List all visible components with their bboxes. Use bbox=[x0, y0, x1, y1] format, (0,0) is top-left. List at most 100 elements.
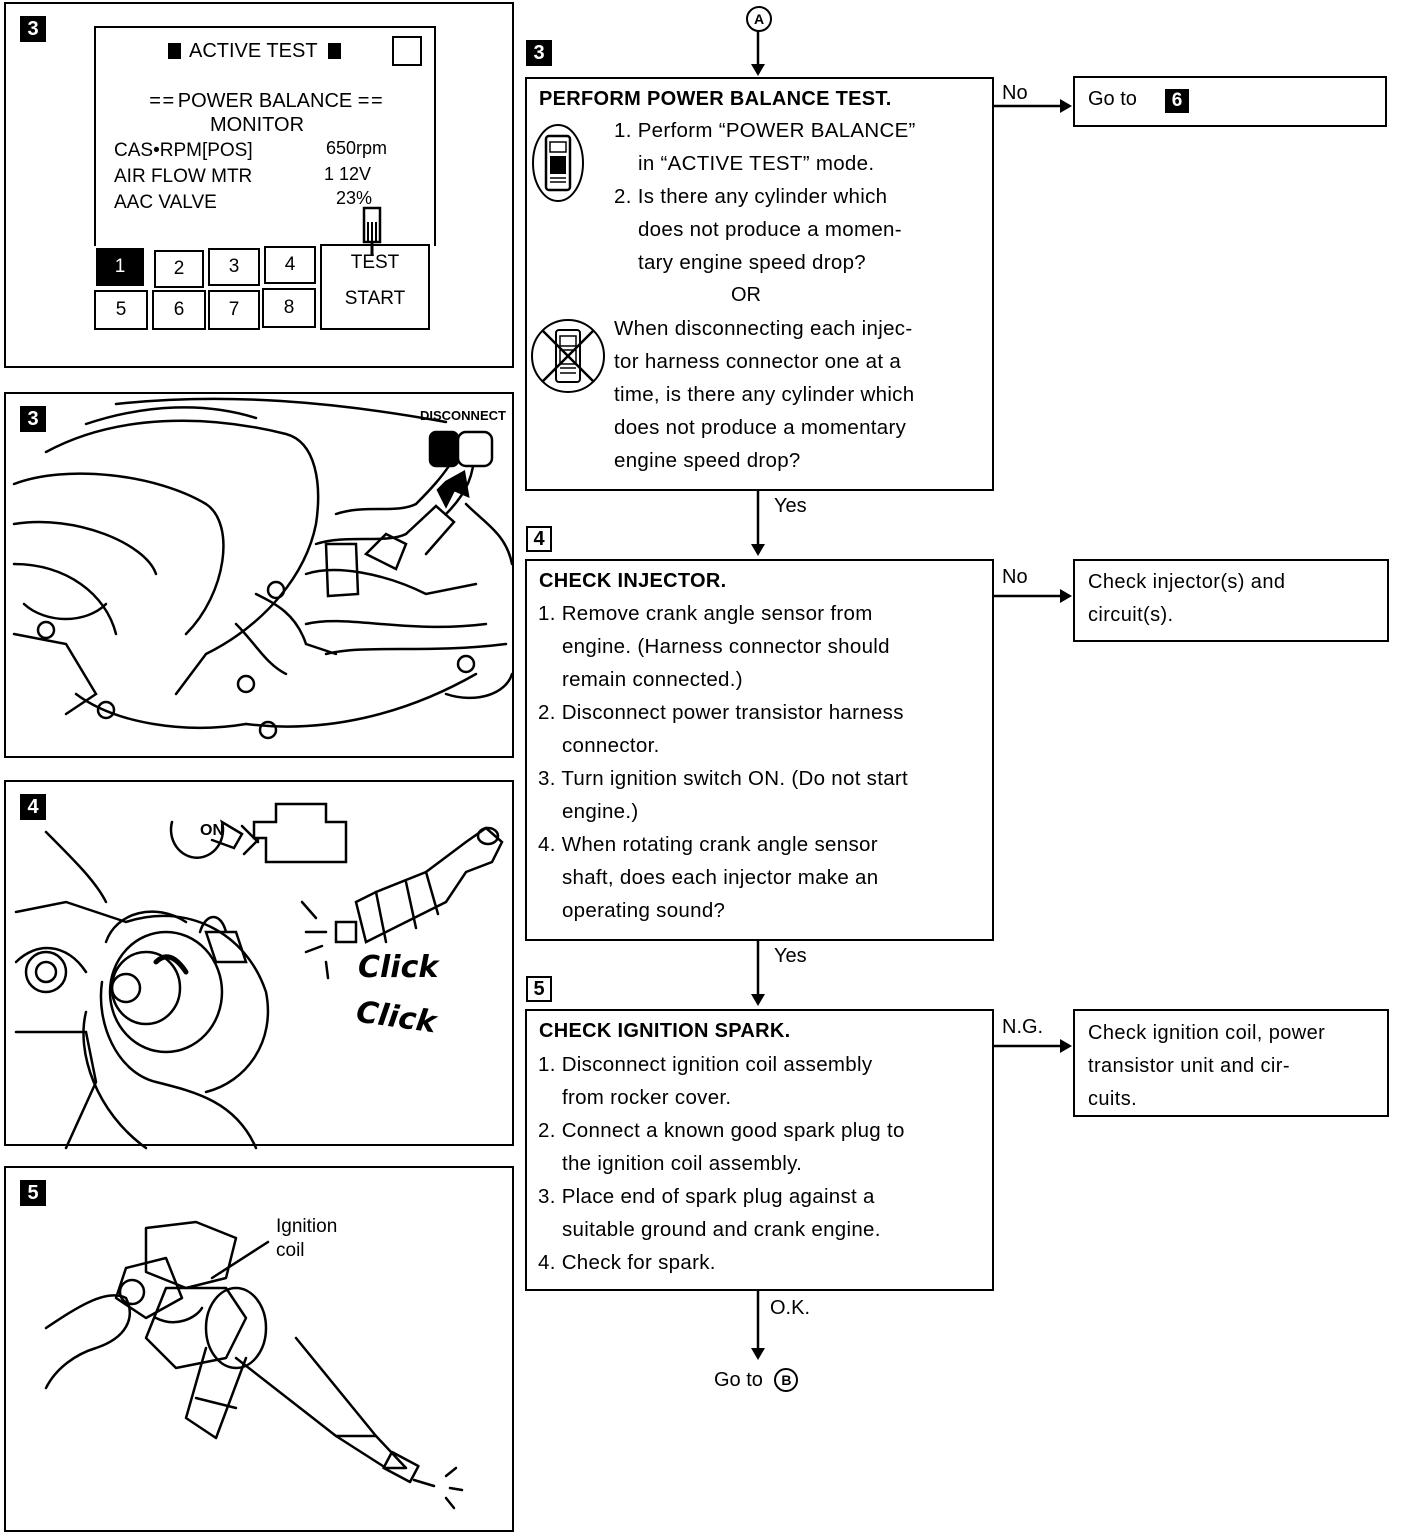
key-icon bbox=[169, 819, 244, 859]
monitor-row-value: 1 12V bbox=[324, 164, 372, 184]
connector-icon bbox=[428, 430, 494, 509]
square-icon bbox=[327, 43, 341, 59]
step5-ng-line: cuits. bbox=[1088, 1088, 1138, 1110]
disconnect-label: DISCONNECT bbox=[420, 408, 506, 423]
exit-node-b: B bbox=[774, 1368, 799, 1392]
step3-b-line: time, is there any cylinder which bbox=[614, 383, 915, 406]
step4-line: 3. Turn ignition switch ON. (Do not star… bbox=[538, 767, 909, 790]
cylinder-button-5[interactable]: 5 bbox=[94, 290, 148, 330]
step5-line: suitable ground and crank engine. bbox=[538, 1218, 881, 1241]
step5-line: 3. Place end of spark plug against a bbox=[538, 1185, 875, 1208]
key-on-label: ON bbox=[200, 822, 224, 839]
monitor-row-label: AIR FLOW MTR bbox=[114, 166, 253, 187]
step-badge-3: 3 bbox=[20, 406, 46, 432]
step5-ng-label: N.G. bbox=[1002, 1016, 1044, 1038]
step5-ok-label: O.K. bbox=[770, 1297, 811, 1319]
step5-ng-box: Check ignition coil, power transistor un… bbox=[1073, 1009, 1389, 1117]
step4-no-line: Check injector(s) and bbox=[1088, 571, 1286, 593]
step-badge-3: 3 bbox=[20, 16, 46, 42]
screen-title-row: ACTIVE TEST bbox=[168, 40, 341, 63]
step4-line: operating sound? bbox=[538, 899, 726, 922]
start-label: START bbox=[344, 288, 406, 309]
click-label: Click bbox=[358, 950, 439, 985]
cylinder-button-6[interactable]: 6 bbox=[152, 290, 206, 330]
step5-title: CHECK IGNITION SPARK. bbox=[539, 1020, 791, 1042]
step4-line: engine. (Harness connector should bbox=[538, 635, 890, 658]
callout-coil: coil bbox=[276, 1240, 305, 1261]
step-badge-4: 4 bbox=[526, 526, 552, 552]
step3-b-line: tor harness connector one at a bbox=[614, 350, 902, 373]
step3-no-label: No bbox=[1002, 82, 1028, 104]
step5-line: 1. Disconnect ignition coil assembly bbox=[538, 1053, 873, 1076]
exit-goto: Go to B bbox=[714, 1368, 799, 1392]
sensor-rotation-illustration bbox=[14, 802, 504, 1150]
step-badge-5: 5 bbox=[526, 976, 552, 1002]
screen-checkbox[interactable] bbox=[392, 36, 422, 66]
step3-or: OR bbox=[731, 284, 761, 306]
monitor-row-value: 650rpm bbox=[326, 138, 388, 158]
no-tester-icon bbox=[531, 319, 605, 393]
step4-no-label: No bbox=[1002, 566, 1028, 588]
step3-a-line: 2. Is there any cylinder which bbox=[614, 185, 888, 208]
step-badge-4: 4 bbox=[20, 794, 46, 820]
pointing-hand-icon bbox=[362, 206, 382, 256]
step5-line: from rocker cover. bbox=[538, 1086, 732, 1109]
screen-title: ACTIVE TEST bbox=[189, 40, 318, 62]
step4-line: 2. Disconnect power transistor harness bbox=[538, 701, 904, 724]
step-badge-5: 5 bbox=[20, 1180, 46, 1206]
exit-goto-text: Go to bbox=[714, 1369, 763, 1391]
goto-step-badge: 6 bbox=[1165, 89, 1189, 113]
test-label: TEST bbox=[350, 252, 400, 273]
step3-a-line: does not produce a momen- bbox=[614, 218, 902, 241]
test-start-button[interactable]: TEST START bbox=[320, 244, 430, 330]
cylinder-button-2[interactable]: 2 bbox=[154, 250, 204, 288]
step5-line: 2. Connect a known good spark plug to bbox=[538, 1119, 905, 1142]
step4-title: CHECK INJECTOR. bbox=[539, 570, 727, 592]
step3-a-line: tary engine speed drop? bbox=[614, 251, 866, 274]
cylinder-button-3[interactable]: 3 bbox=[208, 248, 260, 286]
consult-screen-panel: 3 ACTIVE TEST = = POWER BALANCE = = MONI… bbox=[4, 2, 514, 368]
step3-title: PERFORM POWER BALANCE TEST. bbox=[539, 88, 892, 110]
step4-no-line: circuit(s). bbox=[1088, 604, 1174, 626]
mode-line-2: MONITOR bbox=[209, 114, 305, 136]
step5-ng-line: Check ignition coil, power bbox=[1088, 1022, 1326, 1044]
entry-node-a: A bbox=[746, 6, 772, 32]
step3-b-line: engine speed drop? bbox=[614, 449, 801, 472]
step5-box bbox=[525, 1009, 994, 1291]
step5-ng-line: transistor unit and cir- bbox=[1088, 1055, 1290, 1077]
goto-text: Go to bbox=[1088, 88, 1137, 110]
step4-line: shaft, does each injector make an bbox=[538, 866, 879, 889]
step3-no-box: Go to 6 bbox=[1073, 76, 1387, 127]
step4-yes-label: Yes bbox=[774, 945, 807, 967]
consult-tester-icon bbox=[532, 124, 584, 202]
step4-line: connector. bbox=[538, 734, 660, 757]
square-icon bbox=[168, 43, 181, 59]
engine-intake-illustration bbox=[12, 397, 514, 740]
step4-line: 4. When rotating crank angle sensor bbox=[538, 833, 878, 856]
ignition-coil-panel: 5 Ignition coil bbox=[4, 1166, 514, 1532]
step4-line: 1. Remove crank angle sensor from bbox=[538, 602, 873, 625]
monitor-row-label: CAS•RPM[POS] bbox=[114, 140, 253, 161]
step5-line: 4. Check for spark. bbox=[538, 1251, 716, 1274]
cylinder-button-1[interactable]: 1 bbox=[96, 248, 144, 286]
monitor-row-value: 23% bbox=[336, 188, 373, 208]
injector-disconnect-panel: 3 DISCONNECT bbox=[4, 392, 514, 758]
crank-angle-sensor-panel: 4 ON Click bbox=[4, 780, 514, 1150]
step4-no-box: Check injector(s) and circuit(s). bbox=[1073, 559, 1389, 642]
step3-box bbox=[525, 77, 994, 491]
cylinder-button-7[interactable]: 7 bbox=[208, 290, 260, 330]
step3-a-line: in “ACTIVE TEST” mode. bbox=[614, 152, 875, 175]
step3-a-line: 1. Perform “POWER BALANCE” bbox=[614, 119, 916, 142]
step3-b-line: When disconnecting each injec- bbox=[614, 317, 913, 340]
step4-line: engine.) bbox=[538, 800, 639, 823]
step3-b-line: does not produce a momentary bbox=[614, 416, 907, 439]
step4-box bbox=[525, 559, 994, 941]
step3-yes-label: Yes bbox=[774, 495, 807, 517]
cylinder-button-8[interactable]: 8 bbox=[262, 288, 316, 328]
step4-line: remain connected.) bbox=[538, 668, 743, 691]
cylinder-button-4[interactable]: 4 bbox=[264, 246, 316, 284]
consult-screen: ACTIVE TEST = = POWER BALANCE = = MONITO… bbox=[94, 26, 436, 246]
ignition-coil-illustration bbox=[44, 1220, 464, 1510]
step-badge-3: 3 bbox=[526, 40, 552, 66]
callout-ignition: Ignition bbox=[276, 1216, 338, 1237]
